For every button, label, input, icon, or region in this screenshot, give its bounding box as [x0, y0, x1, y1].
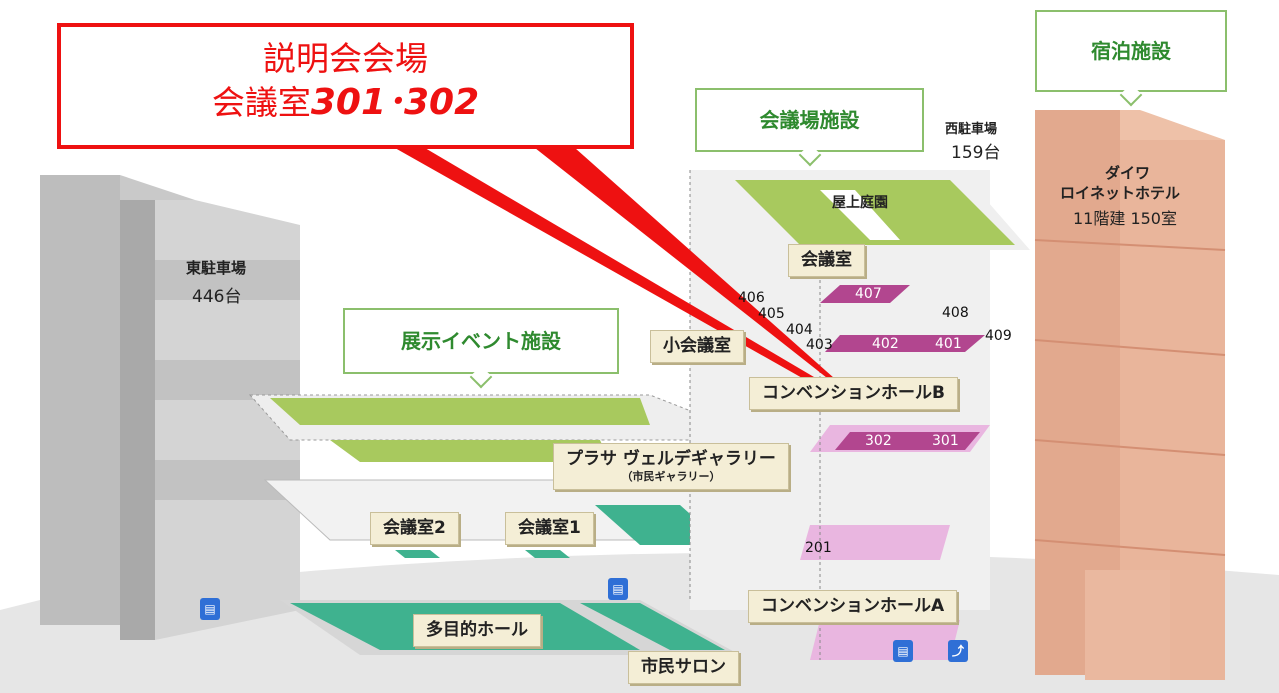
lodging-label: 宿泊施設	[1035, 10, 1227, 92]
gallery-name: プラサ ヴェルデギャラリー	[566, 449, 776, 469]
callout-line2-prefix: 会議室	[211, 83, 311, 122]
gallery-subname: （市民ギャラリー）	[621, 469, 721, 483]
meeting-room-2-label: 会議室2	[370, 512, 459, 545]
elevator-icon: ▤	[200, 598, 220, 620]
hotel-name-line2: ロイネットホテル	[1060, 184, 1181, 202]
room-404: 404	[786, 322, 813, 338]
citizen-salon-label: 市民サロン	[628, 651, 739, 684]
room-405: 405	[758, 306, 785, 322]
callout-pointers	[395, 148, 870, 410]
rooftop-garden-label: 屋上庭園	[832, 195, 888, 211]
east-parking-building	[40, 175, 300, 640]
room-302: 302	[865, 433, 892, 449]
room-401: 401	[935, 336, 962, 352]
room-406: 406	[738, 290, 765, 306]
east-parking-count: 446台	[192, 287, 242, 307]
west-parking-count: 159台	[951, 143, 1001, 163]
room-409: 409	[985, 328, 1012, 344]
elevator-icon: ▤	[608, 578, 628, 600]
callout-line1: 説明会会場	[263, 39, 428, 78]
callout-line2: 会議室301･302	[61, 81, 630, 125]
room-301: 301	[932, 433, 959, 449]
room-403: 403	[806, 337, 833, 353]
callout-rooms: 301･302	[310, 82, 480, 123]
room-201: 201	[805, 540, 832, 556]
venue-callout: 説明会会場 会議室301･302	[57, 23, 634, 149]
convention-hall-a-label: コンベンションホールA	[748, 590, 958, 623]
meeting-room-1-label: 会議室1	[505, 512, 594, 545]
room-408: 408	[942, 305, 969, 321]
hotel-building	[1034, 110, 1226, 680]
convention-hall-b-label: コンベンションホールB	[749, 377, 958, 410]
hotel-info: 11階建 150室	[1073, 209, 1177, 228]
exhibition-label: 展示イベント施設	[343, 308, 619, 374]
conference-label: 会議場施設	[695, 88, 924, 152]
meeting-room-label: 会議室	[788, 244, 865, 277]
hotel-name-line1: ダイワ	[1105, 164, 1151, 182]
west-parking-name: 西駐車場	[945, 122, 998, 137]
east-parking-name: 東駐車場	[186, 259, 247, 277]
gallery-label: プラサ ヴェルデギャラリー（市民ギャラリー）	[553, 443, 789, 490]
room-407: 407	[855, 286, 882, 302]
elevator-icon: ▤	[893, 640, 913, 662]
multipurpose-hall-label: 多目的ホール	[413, 614, 541, 647]
room-402: 402	[872, 336, 899, 352]
escalator-icon: ⤴	[948, 640, 968, 662]
small-meeting-room-label: 小会議室	[650, 330, 744, 363]
